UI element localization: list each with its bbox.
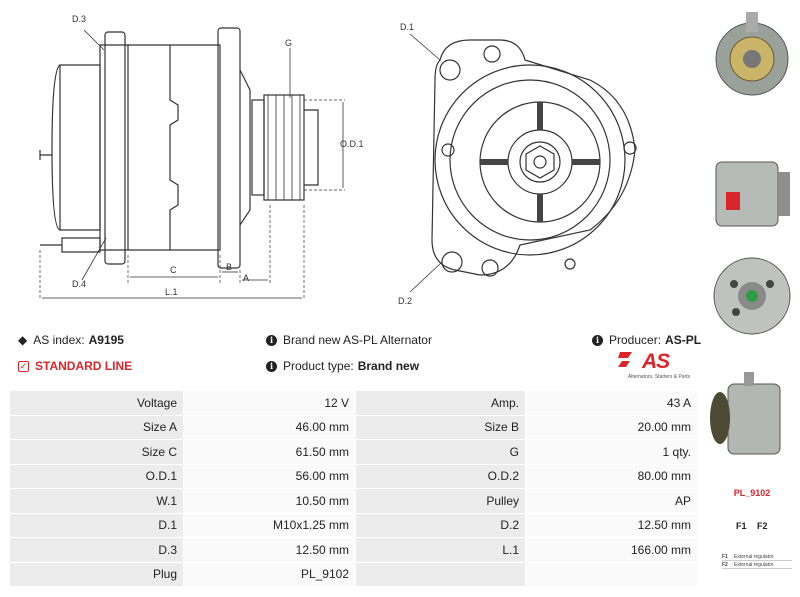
thumbnail-angle-view[interactable] <box>706 366 798 466</box>
plug-pins: F1 F2 <box>736 521 776 531</box>
spec-value: 12.50 mm <box>183 537 356 563</box>
spec-value <box>525 561 698 587</box>
spec-key: L.1 <box>355 537 526 563</box>
spec-key: D.3 <box>9 537 184 563</box>
spec-key: W.1 <box>9 488 184 514</box>
label-d3: D.3 <box>72 14 86 24</box>
thumbnail-rear-view[interactable] <box>706 244 798 344</box>
label-od1: O.D.1 <box>340 139 364 149</box>
spec-key: D.1 <box>9 512 184 538</box>
product-type-value: Brand new <box>357 359 420 373</box>
spec-value: AP <box>525 488 698 514</box>
spec-key: Size A <box>9 414 184 440</box>
spec-key: G <box>355 439 526 465</box>
label-b: B <box>226 262 232 272</box>
spec-key: Size C <box>9 439 184 465</box>
spec-value: M10x1.25 mm <box>183 512 356 538</box>
legend-desc: External regulator <box>734 553 774 560</box>
logo-tagline: Alternators, Starters & Parts <box>627 374 691 380</box>
legend-pin: F2 <box>722 561 728 568</box>
info-icon: i <box>266 360 277 372</box>
as-index: ◆ AS index: A9195 <box>18 333 124 347</box>
spec-value: 12.50 mm <box>525 512 698 538</box>
spec-value: 10.50 mm <box>183 488 356 514</box>
technical-drawing: D.3 D.4 G O.D.1 C B A L.1 D.1 D.2 <box>39 14 637 306</box>
producer-value: AS-PL <box>665 333 702 347</box>
plug-label: PL_9102 <box>733 488 771 498</box>
spec-value: 166.00 mm <box>525 537 698 563</box>
logo-text: AS <box>642 350 670 373</box>
tag-icon: ◆ <box>18 333 28 347</box>
spec-value: PL_9102 <box>183 561 356 587</box>
legend-pin: F1 <box>722 553 728 560</box>
spec-value: 61.50 mm <box>183 439 356 465</box>
spec-value: 46.00 mm <box>183 414 356 440</box>
spec-key: O.D.1 <box>9 463 184 489</box>
spec-value: 20.00 mm <box>525 414 698 440</box>
producer-label: Producer: <box>609 333 662 347</box>
info-icon: i <box>592 334 603 346</box>
thumbnail-side-view[interactable] <box>706 144 798 244</box>
product-type-label: Product type: <box>283 359 354 373</box>
as-index-label: AS index: <box>33 333 85 347</box>
spec-key: Voltage <box>9 390 184 416</box>
spec-value: 56.00 mm <box>183 463 356 489</box>
standard-line-text: STANDARD LINE <box>35 359 133 373</box>
legend-row: F2 External regulator <box>722 561 792 569</box>
spec-key: D.2 <box>355 512 526 538</box>
product-type: i Product type: Brand new <box>266 359 419 373</box>
spec-value: 1 qty. <box>525 439 698 465</box>
spec-key: Plug <box>9 561 184 587</box>
info-icon: i <box>266 334 277 346</box>
producer: i Producer: AS-PL <box>592 333 701 347</box>
legend-desc: External regulator <box>734 561 774 568</box>
plug-legend: F1 External regulator F2 External regula… <box>722 553 792 569</box>
plug-pin-f1: F1 <box>736 521 747 531</box>
label-d2: D.2 <box>398 296 412 306</box>
spec-key: Size B <box>355 414 526 440</box>
logo-mark-icon <box>618 352 632 367</box>
spec-key <box>355 561 526 587</box>
spec-key: Amp. <box>355 390 526 416</box>
spec-key: O.D.2 <box>355 463 526 489</box>
as-pl-logo: AS Alternators, Starters & Parts <box>618 350 700 386</box>
label-g: G <box>285 38 292 48</box>
thumbnail-front-view[interactable] <box>706 4 798 104</box>
standard-line-badge: ✓ STANDARD LINE <box>18 359 132 373</box>
description-text: Brand new AS-PL Alternator <box>283 333 432 347</box>
label-c: C <box>170 265 177 275</box>
label-a: A <box>243 273 249 283</box>
spec-key: Pulley <box>355 488 526 514</box>
check-icon: ✓ <box>18 360 29 372</box>
label-d4: D.4 <box>72 279 86 289</box>
spec-value: 80.00 mm <box>525 463 698 489</box>
legend-row: F1 External regulator <box>722 553 792 561</box>
label-d1: D.1 <box>400 22 414 32</box>
plug-pin-f2: F2 <box>757 521 768 531</box>
spec-value: 12 V <box>183 390 356 416</box>
label-l1: L.1 <box>165 287 178 297</box>
description: i Brand new AS-PL Alternator <box>266 333 432 347</box>
as-index-value: A9195 <box>88 333 124 347</box>
spec-value: 43 A <box>525 390 698 416</box>
